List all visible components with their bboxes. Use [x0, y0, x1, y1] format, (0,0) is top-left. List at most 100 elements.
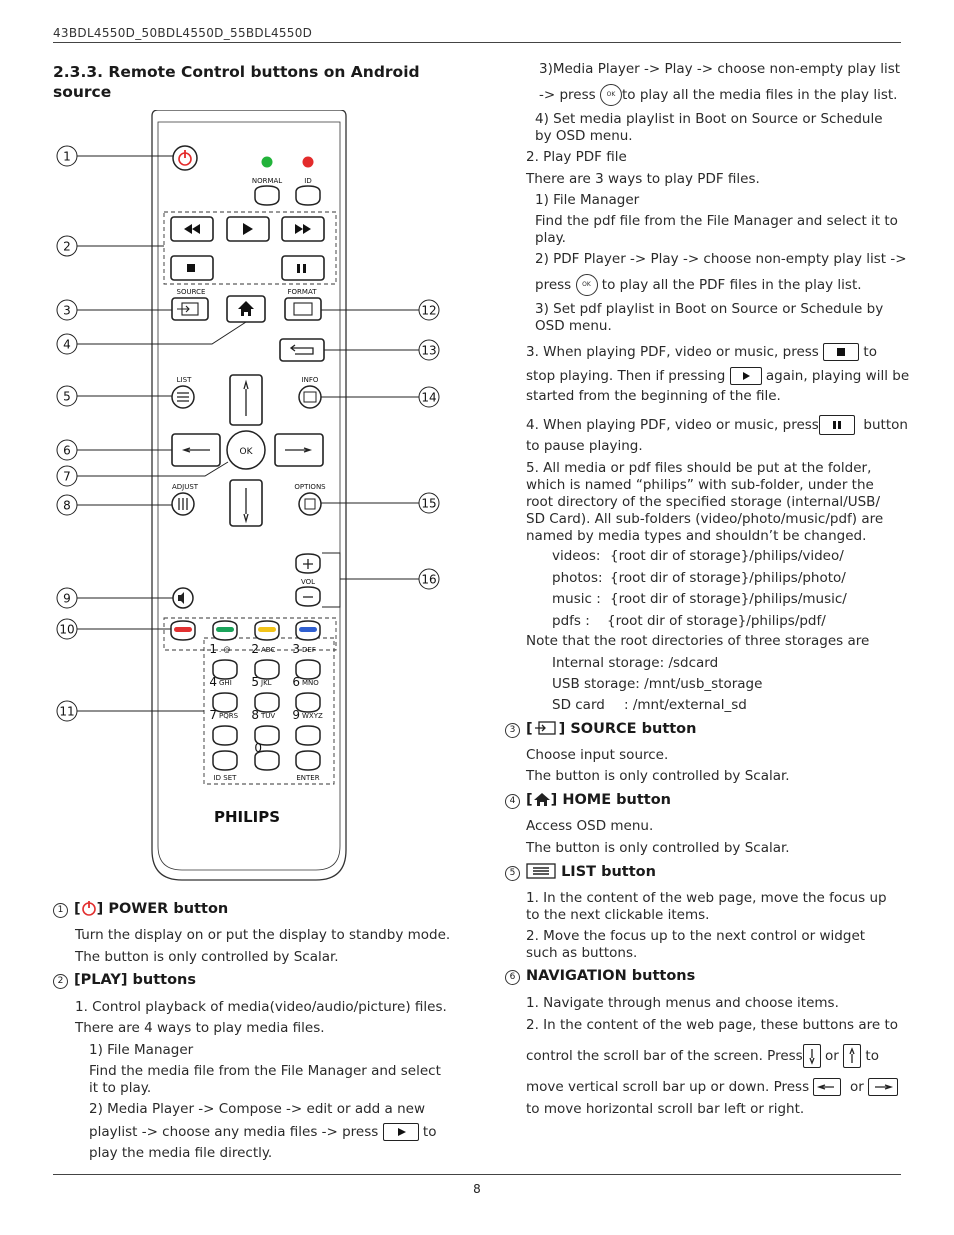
keypad-letters-9: WXYZ: [302, 712, 323, 720]
adjust-icon: [178, 498, 188, 510]
path-row: videos:{root dir of storage}/philips/vid…: [552, 548, 847, 570]
play-button-icon-2: [729, 367, 762, 385]
callout-circle-5: [56, 385, 78, 407]
nav-down-icon: [243, 488, 249, 524]
brand-logo: PHILIPS: [214, 808, 280, 826]
keypad-letters-5: JKL: [260, 679, 272, 687]
home-icon: [238, 301, 254, 316]
storage-paths: videos:{root dir of storage}/philips/vid…: [552, 548, 847, 634]
callout-circle-12: [418, 299, 440, 321]
pause-icon-2: [303, 264, 306, 273]
callout-circle-8: [56, 494, 78, 516]
path-value: {root dir of storage}/philips/photo/: [610, 569, 846, 586]
path-value: {root dir of storage}/philips/music/: [610, 591, 847, 607]
label-list: LIST: [177, 376, 192, 384]
keypad-letters-1: . @: [219, 646, 230, 654]
r-text-3: 4) Set media playlist in Boot on Source …: [535, 111, 883, 144]
storage-row: SD card : /mnt/external_sd: [552, 697, 747, 714]
source-desc: Choose input source.: [526, 747, 669, 763]
callout-number-5: 5: [63, 390, 71, 404]
list-icon: [526, 863, 556, 879]
storage-key: SD card: [552, 697, 605, 713]
callout-number-8: 8: [63, 499, 71, 513]
callout-line-4: [77, 321, 247, 345]
storage-value: : /mnt/external_sd: [624, 697, 747, 713]
nav-right-icon: [868, 1078, 899, 1096]
keypad-button-8: [254, 725, 280, 746]
r-text-2b: to play all the media files in the play …: [621, 87, 898, 103]
list-desc-2: 2. Move the focus up to the next control…: [526, 928, 866, 961]
label-id: ID: [304, 177, 311, 185]
section-title: 2.3.3. Remote Control buttons on Android…: [53, 63, 420, 101]
callout-number-4: 4: [63, 338, 71, 352]
home-desc: Access OSD menu.: [526, 818, 654, 834]
nav-desc-3: control the scroll bar of the screen. Pr…: [526, 1044, 879, 1068]
r-text-6: 1) File Manager: [535, 192, 640, 208]
play-text-1: 1. Control playback of media(video/audio…: [75, 999, 447, 1015]
callout-number-6: 6: [63, 444, 71, 458]
green-bar: [216, 627, 234, 632]
keypad-digit-8: 8: [251, 708, 259, 722]
footer-rule: [53, 1174, 901, 1175]
callout-circle-2: [56, 235, 78, 257]
play-text-2: There are 4 ways to play media files.: [75, 1020, 325, 1036]
keypad-button-7: [212, 725, 238, 746]
callout-line-16: [322, 552, 419, 608]
callout-number-15: 15: [421, 497, 436, 511]
label-enter: ENTER: [296, 774, 319, 782]
power-desc-2: The button is only controlled by Scalar.: [75, 949, 339, 965]
vol-up-icon: [303, 559, 313, 569]
label-vol: VOL: [301, 578, 315, 586]
r-text-12b: again, playing will be: [765, 368, 910, 384]
keypad-letters-7: PQRS: [219, 712, 239, 720]
label-info: INFO: [302, 376, 319, 384]
nav-desc-2: 2. In the content of the web page, these…: [526, 1017, 898, 1033]
keypad-digit-3: 3: [292, 642, 300, 656]
storage-value: /sdcard: [668, 655, 719, 671]
path-row: photos:{root dir of storage}/philips/pho…: [552, 570, 847, 592]
header-rule: [53, 42, 901, 43]
storage-row: Internal storage: /sdcard: [552, 655, 718, 672]
nav-desc-3a: control the scroll bar of the screen. Pr…: [526, 1048, 803, 1064]
callout-circle-9: [56, 587, 78, 609]
keypad-digit-9: 9: [292, 708, 300, 722]
keypad-digit-5: 5: [251, 675, 259, 689]
keypad-button-3: [295, 659, 321, 680]
r-text-1: 3)Media Player -> Play -> choose non-emp…: [539, 61, 901, 77]
r-text-8: 2) PDF Player -> Play -> choose non-empt…: [535, 251, 907, 267]
r-text-4: 2. Play PDF file: [526, 149, 627, 165]
callout-line-7: [77, 461, 229, 477]
r-text-11b: to: [863, 344, 877, 360]
options-button: [298, 492, 322, 516]
nav-desc-4: move vertical scroll bar up or down. Pre…: [526, 1078, 899, 1096]
ok-icon: OK: [599, 84, 622, 106]
callout-number-7: 7: [63, 470, 71, 484]
r-text-12a: stop playing. Then if pressing: [526, 368, 726, 384]
callout-number-13: 13: [421, 344, 436, 358]
nav-down-icon: [802, 1044, 821, 1068]
nav-desc-5: to move horizontal scroll bar left or ri…: [526, 1101, 805, 1117]
path-value: {root dir of storage}/philips/video/: [610, 548, 844, 564]
back-icon: [289, 344, 314, 355]
power-heading: 1[] POWER button: [53, 900, 228, 918]
path-key: music :: [552, 591, 601, 607]
nav-or: or: [825, 1048, 839, 1064]
keypad-button-9: [295, 725, 321, 746]
callout-number-12: 12: [421, 304, 436, 318]
play-text-4: Find the media file from the File Manage…: [89, 1063, 441, 1096]
power-icon: [81, 901, 96, 916]
play-text-6b: to: [422, 1124, 437, 1140]
callout-number-9: 9: [63, 592, 71, 606]
nav-heading-label: NAVIGATION buttons: [526, 968, 696, 984]
format-button: [284, 297, 322, 321]
r-text-13: started from the beginning of the file.: [526, 388, 781, 404]
keypad-digit-2: 2: [251, 642, 259, 656]
list-desc-1: 1. In the content of the web page, move …: [526, 890, 887, 923]
format-icon: [293, 302, 313, 316]
nav-up-icon: [843, 1044, 862, 1068]
fastforward-icon: [295, 224, 311, 234]
nav-desc-4a: move vertical scroll bar up or down. Pre…: [526, 1079, 810, 1095]
blue-bar: [299, 627, 317, 632]
r-text-11a: 3. When playing PDF, video or music, pre…: [526, 344, 819, 360]
